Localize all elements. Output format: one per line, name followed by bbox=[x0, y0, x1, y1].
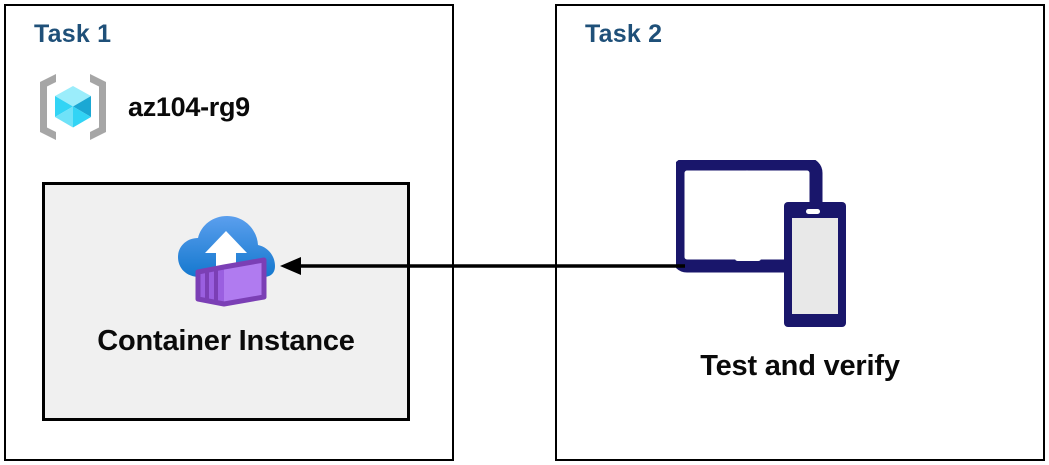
container-instance-box: Container Instance bbox=[42, 182, 410, 421]
container-instance-label: Container Instance bbox=[97, 325, 355, 357]
resource-group-label: az104-rg9 bbox=[128, 91, 250, 122]
task-1-title: Task 1 bbox=[34, 20, 112, 48]
tablet-and-phone-icon bbox=[676, 160, 846, 327]
task-2-title: Task 2 bbox=[585, 20, 663, 48]
azure-container-instance-icon bbox=[178, 216, 275, 307]
azure-resource-group-icon bbox=[40, 74, 106, 140]
task-1-panel: Task 1 az104-rg9 bbox=[4, 4, 454, 461]
test-and-verify-label: Test and verify bbox=[700, 350, 900, 382]
resource-group-row: az104-rg9 bbox=[34, 68, 250, 146]
